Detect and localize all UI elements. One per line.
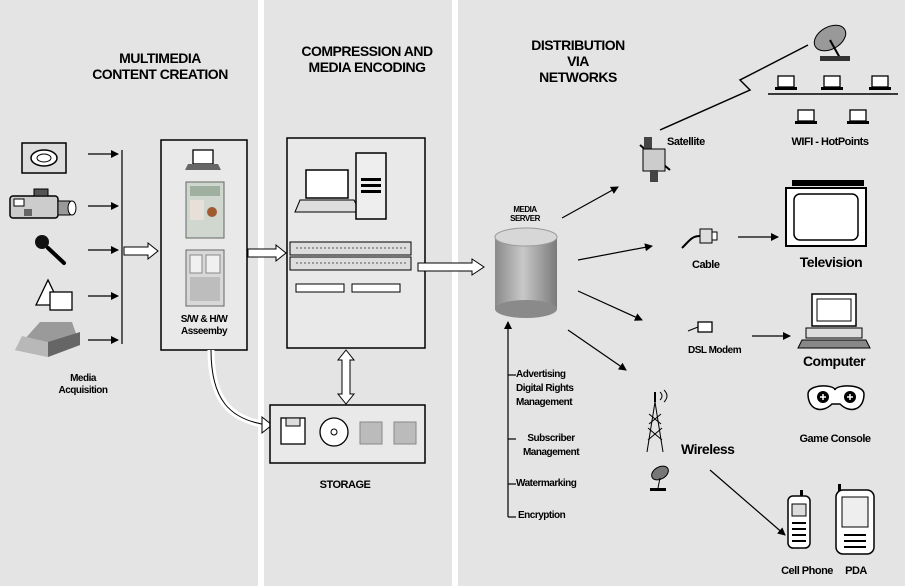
3d-shape-icon [15, 322, 80, 357]
service-digital-rights-management: Management [516, 397, 573, 408]
assembly-line2: Asseemby [180, 325, 228, 337]
acquisition-arrows [88, 150, 123, 344]
hollow-arrow-to-assembly [123, 241, 159, 261]
encoding-box [286, 137, 426, 349]
assembly-label: S/W & H/W Asseemby [161, 314, 247, 337]
stage-distribution-line3: NETWORKS [539, 69, 617, 86]
dsl-modem-label: DSL Modem [688, 345, 742, 356]
assembly-line1: S/W & H/W [180, 314, 228, 325]
media-acquisition-line1: Media [70, 373, 96, 384]
tv-screen-icon [21, 142, 67, 174]
storage-label: STORAGE [319, 479, 371, 491]
satellite-dish-icon [813, 24, 850, 61]
satellite-icon [639, 137, 671, 182]
computer-label: Computer [802, 353, 866, 369]
television-label: Television [799, 254, 863, 270]
cell-phone-label: Cell Phone [781, 565, 833, 577]
stage-creation-line2: CONTENT CREATION [92, 66, 228, 83]
service-advertising: Advertising [516, 369, 566, 380]
service-encryption: Encryption [518, 510, 566, 521]
cell-phone-icon [787, 490, 811, 549]
storage-box [269, 404, 426, 464]
video-camera-icon [9, 188, 77, 219]
cable-label: Cable [692, 259, 720, 271]
television-icon [785, 180, 867, 247]
media-acquisition-label: Media Acquisition [40, 373, 126, 396]
media-server-label: MEDIA SERVER [490, 205, 560, 223]
microphone-icon [35, 235, 66, 265]
pda-label: PDA [845, 565, 867, 577]
double-arrow-encoding-storage [336, 349, 356, 405]
dsl-modem-icon [687, 321, 713, 333]
media-server-line1: MEDIA [513, 205, 537, 214]
stage-creation-line1: MULTIMEDIA [119, 50, 201, 66]
hollow-arrow-to-server [417, 258, 485, 276]
stage-encoding-title: COMPRESSION AND MEDIA ENCODING [282, 43, 452, 75]
stage-creation-title: MULTIMEDIA CONTENT CREATION [80, 50, 240, 82]
stage-distribution-line1: DISTRIBUTION [531, 37, 625, 53]
cable-plug-icon [681, 228, 718, 249]
wireless-label: Wireless [681, 441, 735, 457]
media-acquisition-line2: Acquisition [58, 384, 108, 396]
computer-icon [797, 293, 871, 349]
stage-encoding-line1: COMPRESSION AND [301, 43, 433, 59]
service-subscriber: Subscriber [527, 433, 575, 444]
pda-icon [835, 484, 875, 555]
satellite-label: Satellite [667, 136, 705, 148]
antenna-tower-icon [646, 389, 668, 453]
service-subscriber-management: Management [522, 447, 580, 458]
stage-encoding-line2: MEDIA ENCODING [308, 59, 426, 76]
services-bracket [504, 321, 516, 518]
service-watermarking: Watermarking [516, 478, 577, 489]
media-server-line2: SERVER [510, 214, 540, 224]
curved-arrow-to-storage [207, 349, 273, 435]
hollow-arrow-to-encoding [247, 243, 287, 263]
game-console-icon [807, 385, 865, 411]
shapes-icon [34, 278, 73, 311]
assembly-box [160, 139, 248, 351]
wifi-label: WIFI - HotPoints [791, 136, 869, 148]
service-digital-rights: Digital Rights [516, 383, 574, 394]
distribution-arrows [561, 186, 791, 536]
game-console-label: Game Console [799, 433, 871, 445]
media-server-cylinder [494, 227, 558, 318]
lightning-bolt-icon [659, 44, 809, 131]
small-dish-icon [650, 465, 669, 491]
stage-distribution-line2: VIA [567, 53, 589, 70]
stage-distribution-title: DISTRIBUTION VIA NETWORKS [508, 37, 648, 85]
wifi-laptops-icon [768, 75, 898, 124]
